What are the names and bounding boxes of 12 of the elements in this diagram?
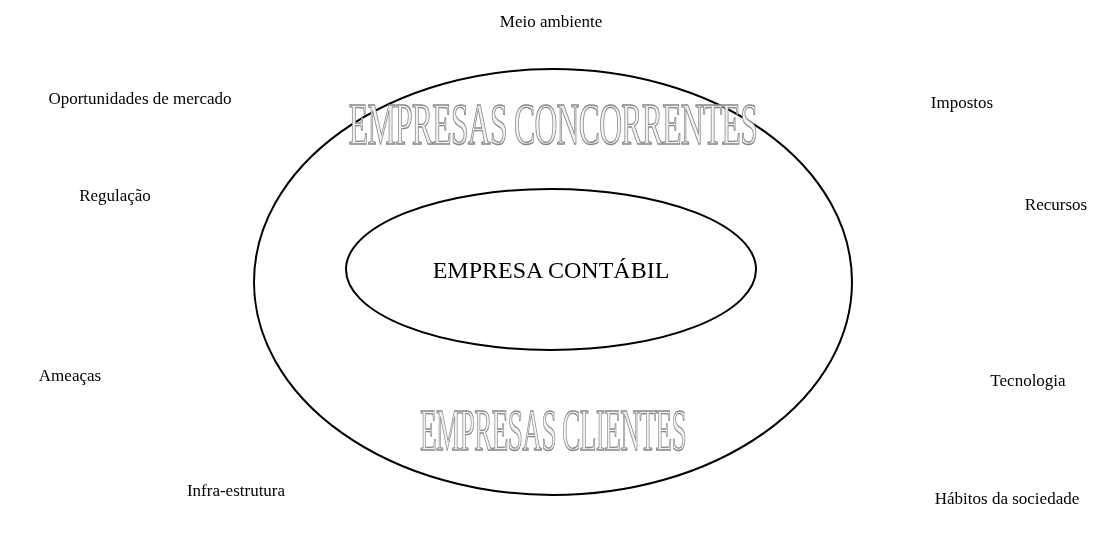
wordart-heading: EMPRESAS CONCORRENTES [348,90,758,159]
factor-label: Ameaças [38,366,102,386]
node-title: EMPRESA CONTÁBIL [432,256,670,283]
factor-label: Regulação [79,186,151,206]
factor-label: Recursos [1024,195,1088,215]
factor-label: Impostos [930,93,994,113]
factor-label: Oportunidades de mercado [48,89,232,109]
wordart-heading: EMPRESAS CLIENTES [419,396,687,465]
factor-label: Meio ambiente [499,12,603,32]
factor-label: Infra-estrutura [186,481,286,501]
factor-label: Tecnologia [990,371,1066,391]
factor-label: Hábitos da sociedade [934,489,1080,509]
